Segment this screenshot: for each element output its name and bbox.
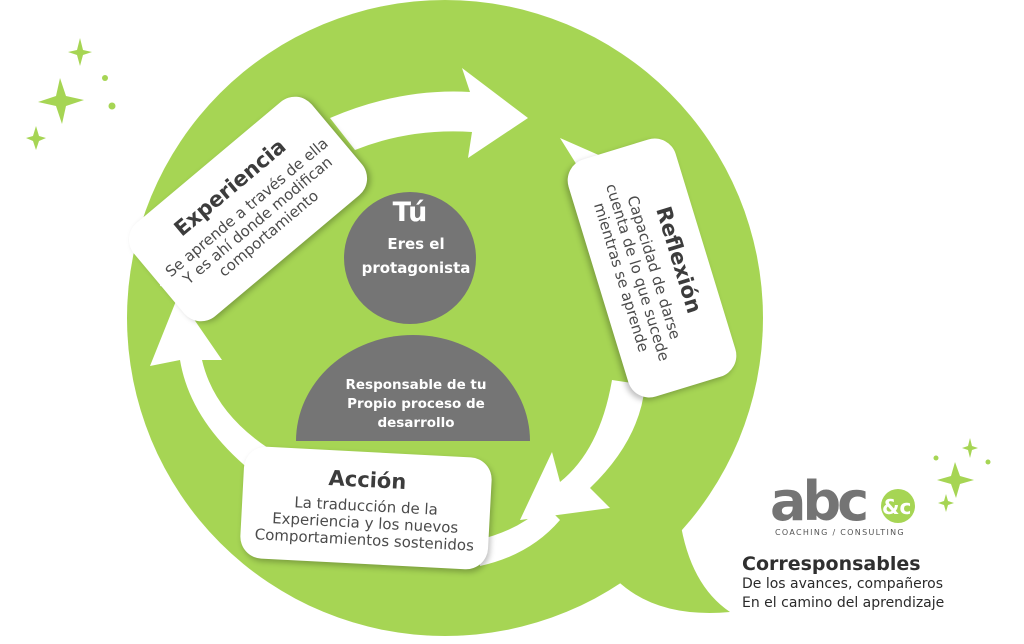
card-accion-text: La traducción de la Experiencia y los nu…	[254, 492, 476, 554]
star-tiny-icon	[26, 126, 46, 150]
arrow-bottom	[478, 505, 560, 566]
center-title: Tú	[392, 197, 428, 228]
sparkle-stars-topleft	[26, 38, 116, 150]
brand-line1: De los avances, compañeros	[742, 576, 944, 592]
star-small-icon	[68, 38, 92, 66]
logo-main: abc	[770, 470, 866, 533]
center-body-line1: Responsable de tu	[345, 377, 487, 393]
person-head	[344, 192, 476, 324]
star-large-icon	[937, 462, 974, 498]
star-small-icon	[962, 438, 978, 458]
card-accion: Acción La traducción de la Experiencia y…	[239, 445, 493, 571]
person-body	[296, 335, 530, 441]
brand-title: Corresponsables	[742, 553, 921, 575]
brand-logo: abc &c	[770, 470, 915, 533]
center-subtitle-line2: protagonista	[361, 259, 471, 277]
arrow-right-head	[520, 380, 645, 520]
brand-line2: En el camino del aprendizaje	[742, 595, 945, 611]
card-accion-title: Acción	[328, 465, 407, 494]
brand-text: Corresponsables De los avances, compañer…	[742, 553, 1002, 613]
center-body-line2: Propio proceso de	[347, 396, 485, 412]
sparkle-stars-bottomright	[933, 438, 991, 512]
center-subtitle: Eres el protagonista	[352, 232, 480, 280]
arrow-left	[150, 296, 268, 470]
center-body: Responsable de tu Propio proceso de desa…	[318, 376, 514, 433]
logo-amp: &c	[882, 495, 911, 519]
center-body-line3: desarrollo	[377, 415, 455, 431]
star-tiny-icon	[938, 494, 954, 512]
star-large-icon	[38, 78, 84, 124]
person-icon	[296, 192, 530, 441]
logo-subtitle: COACHING / CONSULTING	[775, 528, 905, 537]
center-subtitle-line1: Eres el	[387, 235, 445, 253]
arrow-top	[330, 68, 528, 158]
